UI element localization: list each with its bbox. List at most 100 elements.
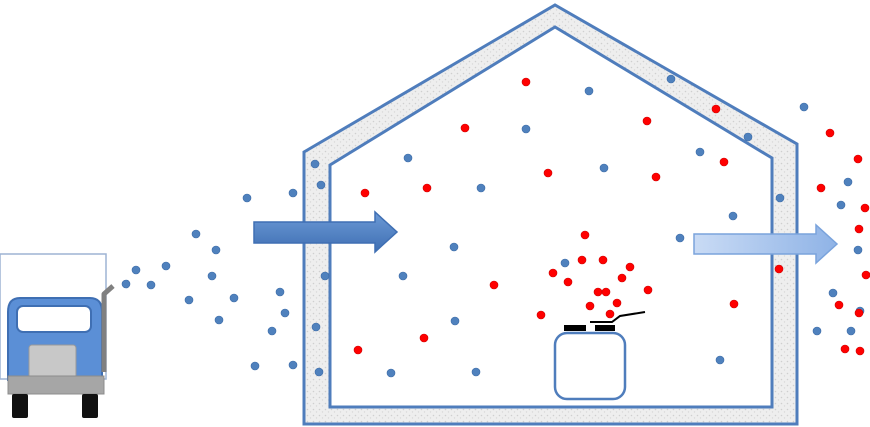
indoor-particle: [422, 183, 432, 193]
indoor-particle: [825, 128, 835, 138]
arrow-in-icon: [253, 210, 399, 254]
outdoor-particle: [666, 74, 676, 84]
outdoor-particle: [695, 147, 705, 157]
indoor-particle: [617, 273, 627, 283]
indoor-particle: [543, 168, 553, 178]
truck-icon: [0, 253, 115, 418]
outdoor-particle: [521, 124, 531, 134]
outdoor-particle: [450, 316, 460, 326]
outdoor-particle: [146, 280, 156, 290]
outdoor-particle: [599, 163, 609, 173]
outdoor-particle: [316, 180, 326, 190]
indoor-particle: [719, 157, 729, 167]
house-inner-room: [328, 25, 774, 409]
outdoor-particle: [242, 193, 252, 203]
outdoor-particle: [275, 287, 285, 297]
outdoor-particle: [449, 242, 459, 252]
indoor-particle: [419, 333, 429, 343]
indoor-particle: [521, 77, 531, 87]
indoor-particle: [548, 268, 558, 278]
indoor-particle: [854, 224, 864, 234]
indoor-particle: [612, 298, 622, 308]
outdoor-particle: [214, 315, 224, 325]
outdoor-particle: [403, 153, 413, 163]
indoor-particle: [853, 154, 863, 164]
indoor-particle: [651, 172, 661, 182]
particles-layer: [121, 74, 870, 378]
outdoor-particle: [320, 271, 330, 281]
outdoor-particle: [846, 326, 856, 336]
outdoor-particle: [184, 295, 194, 305]
outdoor-particle: [229, 293, 239, 303]
indoor-particle: [593, 287, 603, 297]
outdoor-particle: [476, 183, 486, 193]
outdoor-particle: [843, 177, 853, 187]
indoor-particle: [353, 345, 363, 355]
tank-cap-right: [595, 325, 615, 331]
indoor-particle: [563, 277, 573, 287]
outdoor-particle: [288, 188, 298, 198]
truck-bumper: [7, 375, 105, 395]
indoor-particle: [711, 104, 721, 114]
outdoor-particle: [191, 229, 201, 239]
indoor-particle: [601, 287, 611, 297]
outdoor-particle: [398, 271, 408, 281]
outdoor-particle: [161, 261, 171, 271]
outdoor-particle: [211, 245, 221, 255]
outdoor-particle: [812, 326, 822, 336]
outdoor-particle: [311, 322, 321, 332]
outdoor-particle: [584, 86, 594, 96]
truck-window: [16, 305, 92, 333]
indoor-particle: [855, 346, 865, 356]
outdoor-particle: [799, 102, 809, 112]
outdoor-particle: [560, 258, 570, 268]
truck-wheel-right: [82, 394, 98, 418]
outdoor-particle: [280, 308, 290, 318]
indoor-particle: [577, 255, 587, 265]
house-icon: [302, 3, 799, 426]
outdoor-particle: [675, 233, 685, 243]
outdoor-particle: [310, 159, 320, 169]
indoor-particle: [729, 299, 739, 309]
indoor-particle: [360, 188, 370, 198]
outdoor-particle: [853, 245, 863, 255]
indoor-particle: [816, 183, 826, 193]
indoor-particle: [642, 116, 652, 126]
outdoor-particle: [267, 326, 277, 336]
indoor-particle: [460, 123, 470, 133]
outdoor-particle: [121, 279, 131, 289]
indoor-particle: [840, 344, 850, 354]
exhaust-pipe-icon: [101, 284, 115, 372]
indoor-particle: [536, 310, 546, 320]
indoor-particle: [580, 230, 590, 240]
indoor-particle: [854, 308, 864, 318]
outdoor-particle: [471, 367, 481, 377]
indoor-particle: [861, 270, 870, 280]
indoor-particle: [625, 262, 635, 272]
tank-cap-left: [564, 325, 586, 331]
indoor-particle: [834, 300, 844, 310]
outdoor-particle: [775, 193, 785, 203]
fuel-tank-icon: [553, 311, 646, 401]
outdoor-particle: [207, 271, 217, 281]
indoor-particle: [860, 203, 870, 213]
outdoor-particle: [314, 367, 324, 377]
outdoor-particle: [288, 360, 298, 370]
indoor-particle: [605, 309, 615, 319]
truck-wheel-left: [12, 394, 28, 418]
outdoor-particle: [743, 132, 753, 142]
tank-body: [553, 331, 627, 401]
indoor-particle: [489, 280, 499, 290]
indoor-particle: [774, 264, 784, 274]
outdoor-particle: [250, 361, 260, 371]
outdoor-particle: [828, 288, 838, 298]
indoor-particle: [585, 301, 595, 311]
tank-open-lid: [590, 311, 646, 323]
outdoor-particle: [715, 355, 725, 365]
indoor-particle: [643, 285, 653, 295]
outdoor-particle: [728, 211, 738, 221]
outdoor-particle: [131, 265, 141, 275]
outdoor-particle: [386, 368, 396, 378]
outdoor-particle: [836, 200, 846, 210]
